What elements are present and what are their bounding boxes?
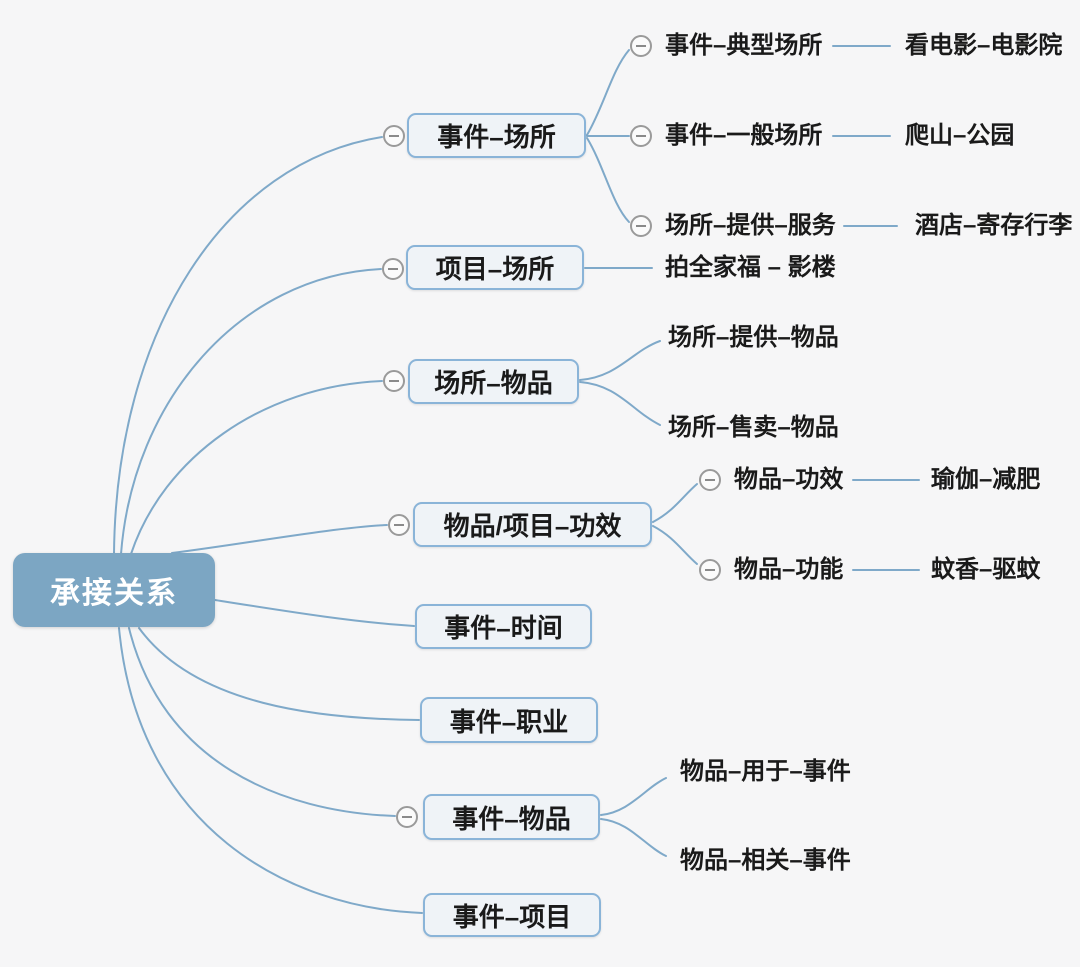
node-family-photo-studio[interactable]: 拍全家福 – 影楼 bbox=[665, 254, 836, 281]
minus-circle-icon[interactable] bbox=[699, 469, 721, 491]
edge-event-item-to-used-for bbox=[600, 777, 667, 816]
branch-event-item[interactable]: 事件–物品 bbox=[423, 794, 600, 840]
leaf-watch-movie-cinema[interactable]: 看电影–电影院 bbox=[905, 32, 1063, 59]
leaf-hotel-luggage[interactable]: 酒店–寄存行李 bbox=[915, 212, 1073, 239]
minus-circle-icon[interactable] bbox=[396, 806, 418, 828]
node-place-provide-service[interactable]: 场所–提供–服务 bbox=[665, 212, 836, 239]
branch-place-item[interactable]: 场所–物品 bbox=[408, 359, 579, 404]
node-place-sell-item[interactable]: 场所–售卖–物品 bbox=[668, 414, 839, 441]
edge-place-item-to-sell bbox=[579, 381, 661, 426]
leaf-mosquito-coil[interactable]: 蚊香–驱蚊 bbox=[931, 556, 1041, 583]
minus-circle-icon[interactable] bbox=[699, 559, 721, 581]
edge-event-item-to-related bbox=[600, 818, 667, 857]
edge-effect-to-item-function bbox=[652, 525, 698, 565]
edge-root-to-event-item bbox=[128, 627, 396, 817]
minus-circle-icon[interactable] bbox=[383, 370, 405, 392]
minus-circle-icon[interactable] bbox=[383, 125, 405, 147]
node-event-general-place[interactable]: 事件–一般场所 bbox=[665, 122, 823, 149]
edge-effect-to-item-effect bbox=[652, 483, 698, 523]
branch-project-place[interactable]: 项目–场所 bbox=[406, 245, 584, 290]
edge-event-place-to-typical bbox=[586, 49, 630, 136]
minus-circle-icon[interactable] bbox=[630, 35, 652, 57]
node-item-related-event[interactable]: 物品–相关–事件 bbox=[680, 847, 851, 874]
branch-event-time[interactable]: 事件–时间 bbox=[415, 604, 592, 649]
node-event-typical-place[interactable]: 事件–典型场所 bbox=[665, 32, 823, 59]
branch-event-project[interactable]: 事件–项目 bbox=[423, 893, 601, 937]
node-item-effect[interactable]: 物品–功效 bbox=[734, 466, 844, 493]
edge-root-to-event-place bbox=[113, 136, 383, 555]
edge-place-item-to-provide bbox=[579, 340, 661, 381]
edge-root-to-place-item bbox=[130, 380, 383, 555]
edge-root-to-event-occupation bbox=[138, 627, 420, 721]
leaf-climb-park[interactable]: 爬山–公园 bbox=[905, 122, 1015, 149]
leaf-yoga-weight-loss[interactable]: 瑜伽–减肥 bbox=[931, 466, 1041, 493]
root-node-chengjie-guanxi[interactable]: 承接关系 bbox=[13, 553, 215, 627]
edge-root-to-item-project-effect bbox=[171, 524, 388, 554]
branch-event-occupation[interactable]: 事件–职业 bbox=[420, 697, 598, 743]
edge-root-to-project-place bbox=[120, 268, 382, 555]
minus-circle-icon[interactable] bbox=[630, 215, 652, 237]
edge-event-place-to-service bbox=[586, 137, 630, 223]
minus-circle-icon[interactable] bbox=[382, 258, 404, 280]
node-item-function[interactable]: 物品–功能 bbox=[734, 556, 844, 583]
minus-circle-icon[interactable] bbox=[388, 514, 410, 536]
edge-root-to-event-project bbox=[118, 627, 423, 914]
node-place-provide-item[interactable]: 场所–提供–物品 bbox=[668, 324, 839, 351]
branch-event-place[interactable]: 事件–场所 bbox=[407, 113, 586, 158]
node-item-used-for-event[interactable]: 物品–用于–事件 bbox=[680, 758, 851, 785]
minus-circle-icon[interactable] bbox=[630, 125, 652, 147]
edge-root-to-event-time bbox=[214, 599, 415, 627]
branch-item-project-effect[interactable]: 物品/项目–功效 bbox=[413, 502, 652, 547]
